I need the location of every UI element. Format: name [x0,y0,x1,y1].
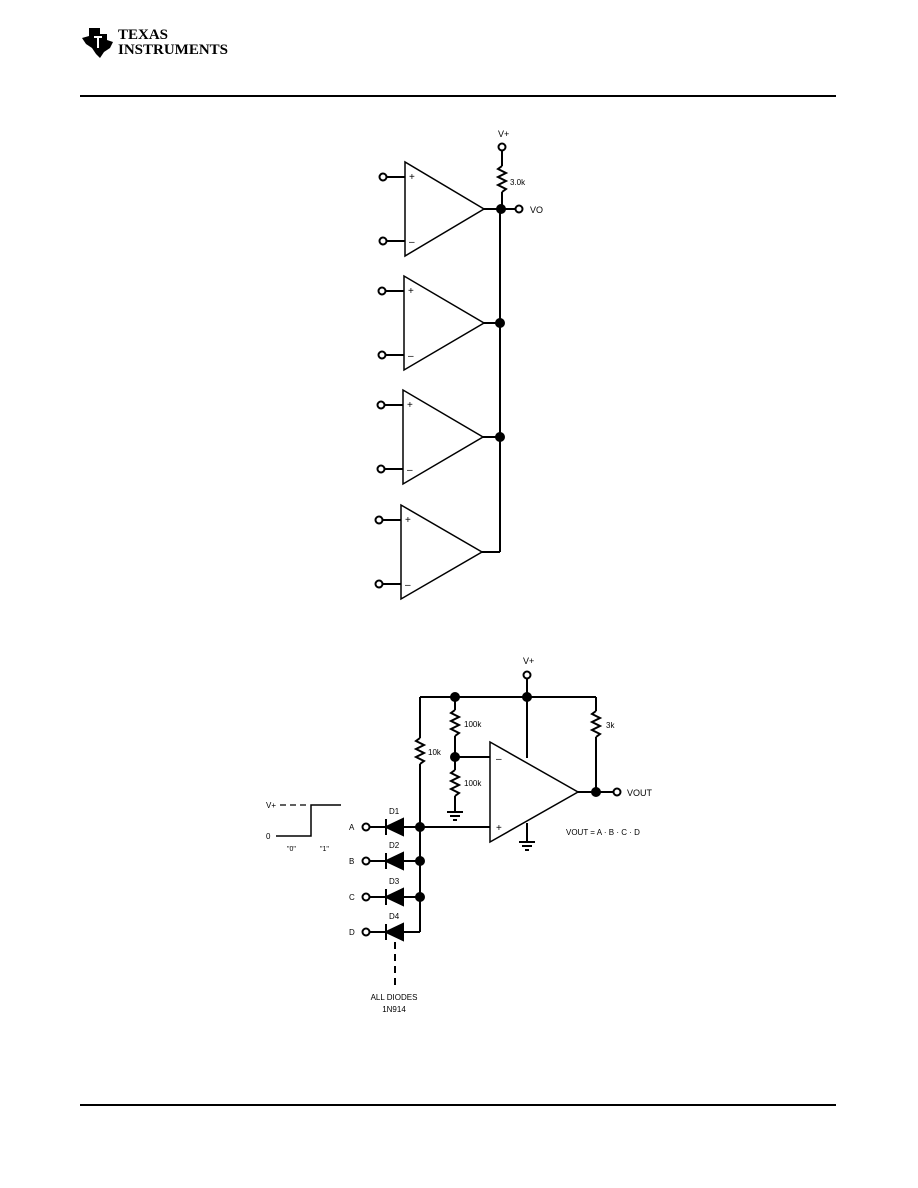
comparator [489,740,580,844]
noninverting-symbol: + [408,286,414,297]
logic-equation: VOUT = A · B · C · D [566,828,640,837]
resistor-100k-top-label: 100k [464,720,482,729]
pullup-resistor [495,165,509,193]
comparator: + – [377,274,505,372]
ground-icon [447,811,463,821]
logic-one-label: "1" [320,846,329,853]
input-terminal [377,350,387,360]
wired-or-comparator-diagram: V+ 3.0k VO + – + [374,129,543,601]
input-terminal [376,400,386,410]
supply-label: V+ [498,129,509,139]
noninverting-symbol: + [496,823,502,834]
diode-icon [383,922,404,942]
output-label: VO [530,205,543,215]
waveform-high-label: V+ [266,801,276,810]
inverting-symbol: – [496,754,502,765]
logic-zero-label: "0" [287,846,296,853]
comparator: + – [376,388,505,486]
pullup-resistor-label: 3.0k [510,178,526,187]
input-waveform: V+ 0 "0" "1" [266,801,341,853]
logo-line-2: INSTRUMENTS [118,42,229,58]
input-terminal [374,515,384,525]
input-diode-row: C D3 [349,877,425,907]
input-terminal [361,822,371,832]
ground-icon [519,841,535,851]
resistor-100k-bottom-label: 100k [464,779,482,788]
resistor-10k [413,737,427,765]
diode-label: D4 [389,912,400,921]
input-terminal [374,579,384,589]
logo-line-1: TEXAS [118,27,169,43]
input-label: D [349,928,355,937]
noninverting-symbol: + [405,515,411,526]
resistor-3k-label: 3k [606,721,615,730]
input-terminal [361,856,371,866]
logo-wordmark: TEXAS INSTRUMENTS [118,28,228,58]
input-diode-row: D D4 [349,912,420,942]
comparator: + – [374,503,500,601]
resistor-100k-top [448,709,462,737]
diode-note-line-1: ALL DIODES [371,993,418,1002]
input-terminal [378,172,388,182]
input-diode-row: A D1 [349,807,420,837]
noninverting-symbol: + [407,400,413,411]
diode-icon [383,851,404,871]
comparator: + – [378,160,506,258]
diode-label: D1 [389,807,400,816]
input-label: C [349,893,355,902]
ti-state-logo-icon [82,28,113,58]
output-label: VOUT [627,788,653,798]
diode-label: D2 [389,841,400,850]
input-terminal [361,892,371,902]
diode-icon [383,817,404,837]
input-label: A [349,823,355,832]
footer-rule [80,1104,836,1106]
supply-terminal [497,142,507,152]
diode-note-line-2: 1N914 [382,1005,406,1014]
inverting-symbol: – [409,237,415,248]
diode-icon [383,887,404,907]
diode-label: D3 [389,877,400,886]
output-terminal [612,787,622,797]
supply-terminal [522,670,532,680]
and-gate-diagram: V+ 10k 100k 100k – + [266,656,653,1014]
ti-logo: TEXAS INSTRUMENTS [80,24,240,64]
resistor-3k [589,710,603,738]
inverting-symbol: – [408,351,414,362]
header-rule [80,95,836,97]
output-terminal [514,204,524,214]
inverting-symbol: – [405,580,411,591]
resistor-100k-bottom [448,769,462,797]
input-terminal [361,927,371,937]
inverting-symbol: – [407,465,413,476]
input-diode-row: B D2 [349,841,425,871]
input-label: B [349,857,354,866]
input-terminal [376,464,386,474]
input-terminal [377,286,387,296]
resistor-10k-label: 10k [428,748,442,757]
supply-label: V+ [523,656,534,666]
waveform-low-label: 0 [266,832,271,841]
noninverting-symbol: + [409,172,415,183]
input-terminal [378,236,388,246]
